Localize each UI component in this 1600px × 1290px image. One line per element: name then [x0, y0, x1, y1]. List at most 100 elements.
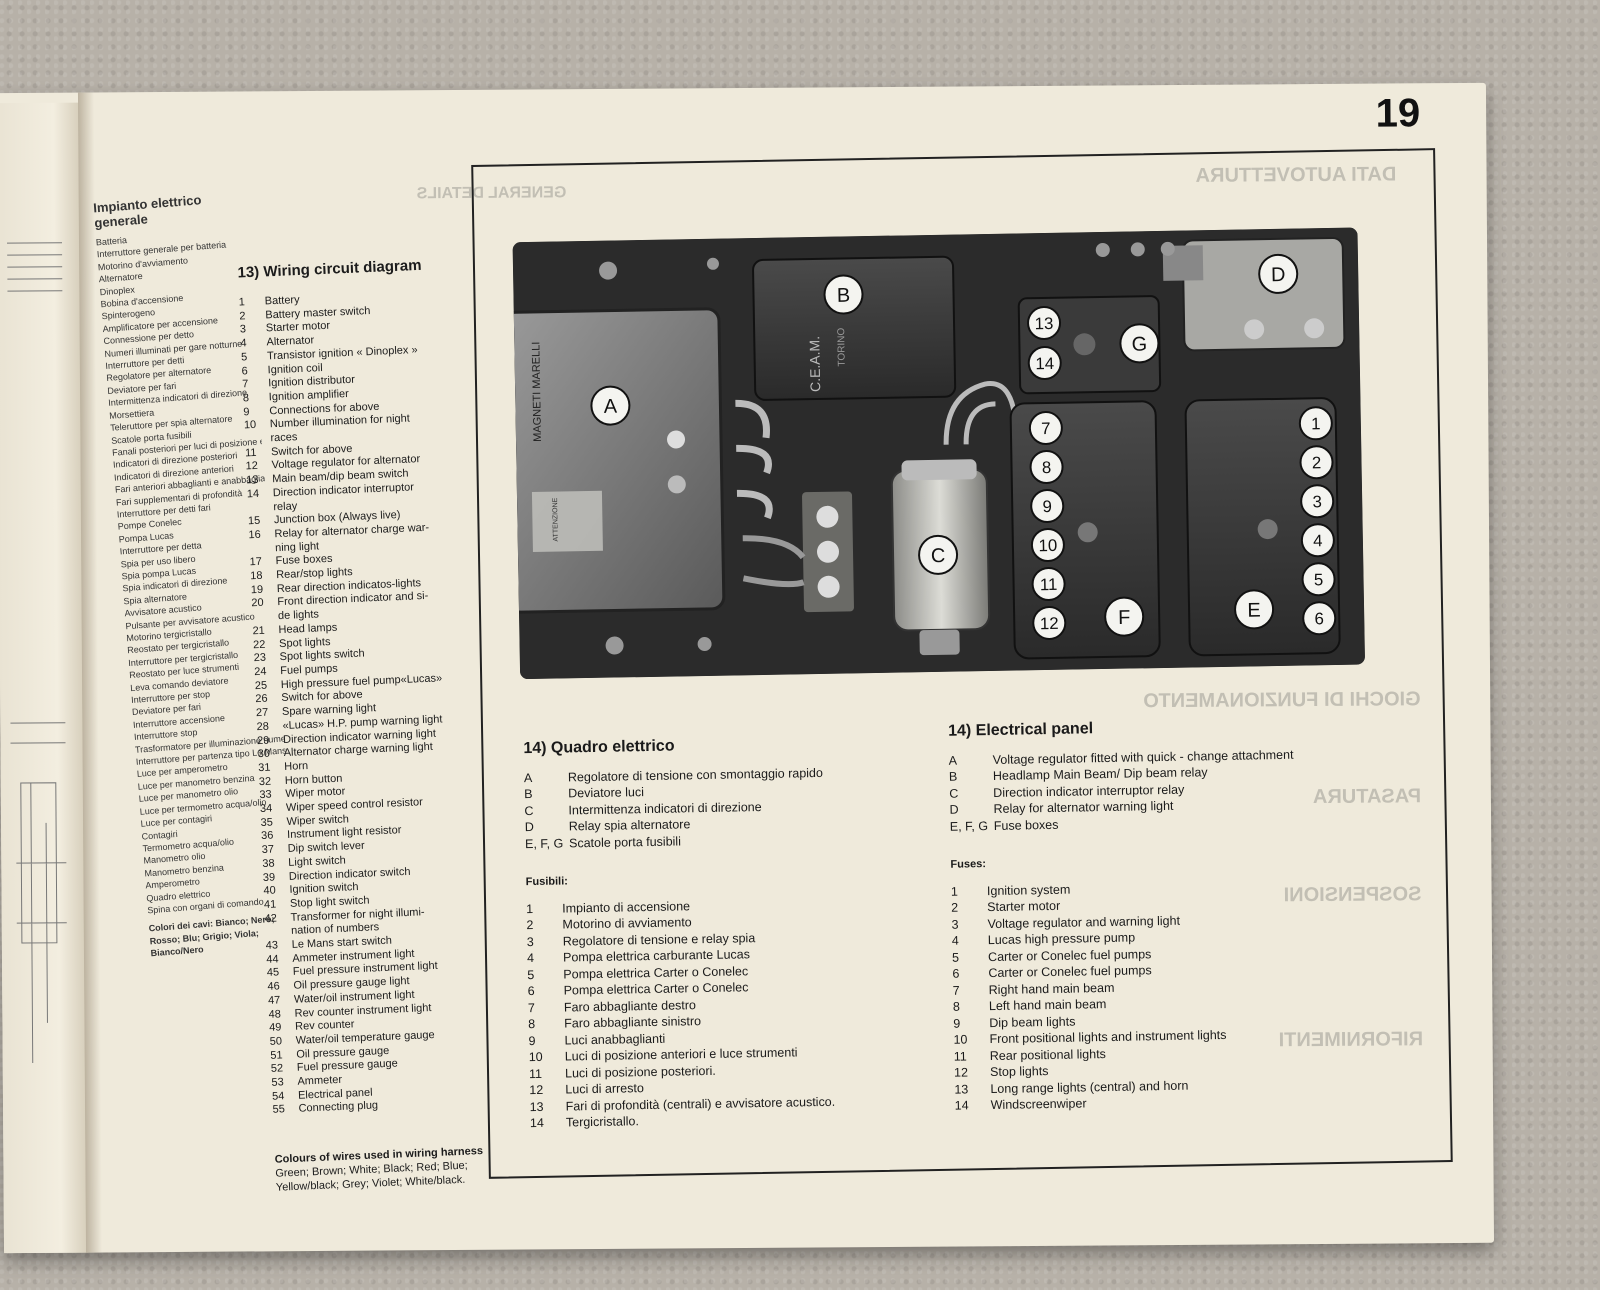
caption-text: Starter motor [987, 898, 1061, 915]
legend-number: 45 [266, 966, 280, 980]
mounting-screws [599, 241, 1175, 655]
fuse-label-2: 2 [1299, 445, 1334, 480]
caption-key: 6 [527, 983, 535, 999]
caption-text: Luci di arresto [565, 1081, 644, 1097]
english-heading: 13) Wiring circuit diagram [237, 256, 422, 282]
legend-number: 19 [250, 583, 264, 597]
caption-key: 8 [528, 1016, 536, 1032]
legend-number: 46 [267, 980, 280, 994]
legend-number: 38 [262, 857, 275, 870]
alternator-relay-D [1162, 236, 1346, 352]
legend-number: 10 [243, 419, 257, 432]
caption-text: Luci anabbaglianti [564, 1031, 666, 1047]
legend-number [244, 432, 271, 447]
legend-number: 9 [243, 405, 250, 419]
caption-text: Left hand main beam [988, 997, 1107, 1014]
legend-number: 3 [239, 323, 247, 336]
legend-number: 30 [257, 747, 271, 761]
legend-number: 41 [263, 898, 277, 911]
label-A-text: A [604, 396, 618, 418]
relay-brand-text: C.E.A.M. [806, 336, 823, 392]
caption-italian-fuses-heading: Fusibili: [525, 875, 568, 889]
legend-number: 54 [271, 1090, 285, 1103]
caption-key: 1 [526, 901, 534, 916]
italian-heading: Impianto elettrico generale [92, 192, 202, 231]
label-E-text: E [1247, 599, 1261, 621]
caption-english-title: 14) Electrical panel [948, 720, 1094, 740]
caption-key: 9 [528, 1033, 536, 1048]
legend-number: 23 [253, 651, 267, 665]
fuse-label-1: 1 [1298, 406, 1333, 441]
fuse-label-12: 12 [1032, 605, 1067, 640]
legend-number: 34 [259, 802, 273, 816]
page-number: 19 [1375, 91, 1421, 136]
caption-key: 1 [950, 884, 959, 899]
caption-key: E, F, G [949, 818, 989, 834]
caption-key: 5 [527, 967, 535, 982]
fuse-label-3-text: 3 [1312, 492, 1322, 511]
legend-number: 8 [242, 392, 250, 405]
caption-key: B [948, 769, 958, 784]
legend-number: 1 [238, 296, 246, 309]
label-A: A [590, 385, 631, 426]
legend-number: 12 [245, 460, 259, 473]
terminal-block [735, 381, 1019, 613]
caption-text: Ignition system [986, 882, 1071, 898]
label-C-text: C [931, 545, 946, 567]
fuse-label-4: 4 [1300, 523, 1335, 558]
legend-number: 40 [263, 884, 276, 898]
label-D: D [1258, 253, 1299, 294]
voltage-regulator-A: MAGNETI MARELLI ATTENZIONE [512, 307, 726, 614]
label-F: F [1104, 596, 1145, 637]
caption-key: D [524, 819, 534, 835]
caption-text: Scatole porta fusibili [568, 833, 682, 850]
caption-key: 14 [529, 1115, 544, 1131]
label-E: E [1234, 589, 1275, 630]
label-G: G [1119, 323, 1160, 364]
caption-text: Relay for alternator warning light [993, 798, 1174, 816]
fuse-label-14: 14 [1027, 345, 1062, 380]
legend-number: 24 [254, 665, 267, 679]
caption-english-fuses-heading: Fuses: [950, 858, 987, 871]
caption-text: Pompa elettrica Carter o Conelec [563, 980, 749, 998]
legend-number: 51 [270, 1049, 283, 1062]
caption-text: Tergicristallo. [565, 1114, 639, 1130]
caption-key: 11 [953, 1048, 967, 1064]
caption-key: A [523, 770, 533, 785]
caption-text: Long range lights (central) and horn [990, 1078, 1189, 1096]
legend-number: 15 [247, 515, 261, 528]
fuse-label-13-text: 13 [1035, 314, 1054, 333]
fuse-label-9-text: 9 [1042, 497, 1052, 516]
legend-number: 35 [260, 816, 274, 829]
caption-key: 5 [951, 950, 960, 965]
legend-number: 37 [261, 843, 275, 857]
legend-number: 49 [268, 1021, 282, 1035]
caption-key: 12 [529, 1082, 544, 1098]
caption-key: 13 [954, 1081, 969, 1097]
legend-number: 16 [248, 528, 262, 542]
caption-key: 13 [529, 1099, 544, 1114]
fuse-label-1-text: 1 [1311, 414, 1321, 433]
caption-key: D [949, 802, 959, 817]
legend-number: 6 [241, 364, 249, 377]
legend-number: 26 [255, 693, 268, 706]
fuse-label-10: 10 [1030, 527, 1065, 562]
caption-key: 10 [953, 1032, 968, 1047]
legend-number: 47 [267, 994, 281, 1007]
legend-number: 29 [256, 734, 270, 747]
caption-key: 6 [952, 966, 960, 981]
caption-key: 7 [952, 983, 960, 998]
caption-key: 2 [526, 918, 534, 933]
legend-number: 4 [240, 337, 247, 350]
legend-number [247, 501, 274, 516]
fuse-label-7-text: 7 [1041, 419, 1051, 438]
fuse-label-11: 11 [1031, 566, 1066, 601]
legend-number: 50 [269, 1035, 283, 1048]
label-B: B [823, 274, 864, 315]
label-C: C [918, 534, 959, 575]
